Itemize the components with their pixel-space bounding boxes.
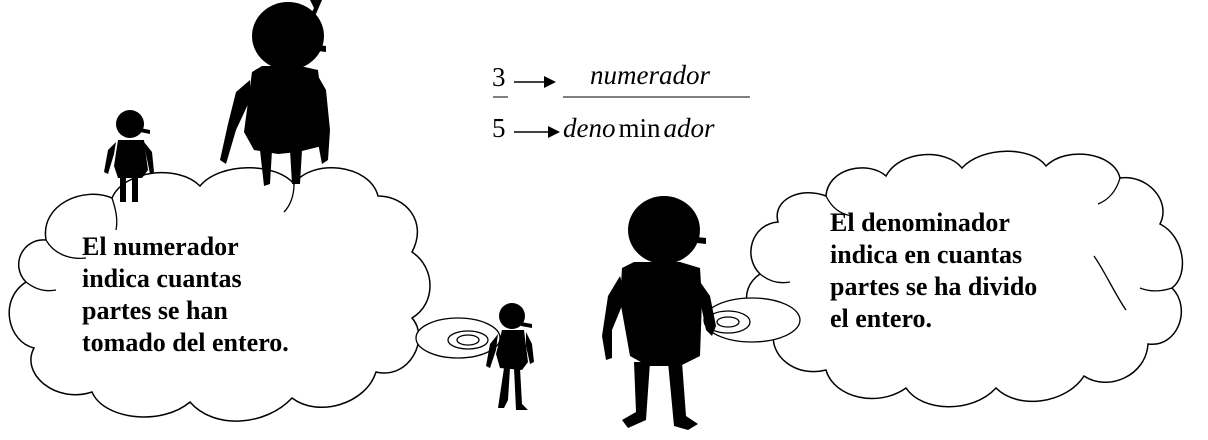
left-cloud-inner-arc-2 bbox=[111, 197, 118, 231]
fraction-numerator: 3 bbox=[492, 62, 506, 92]
left-bubble-text: El numerador indica cuantas partes se ha… bbox=[82, 231, 289, 359]
right-cloud-inner-arc-1 bbox=[825, 195, 853, 217]
right-cloud-inner-arc-3 bbox=[1139, 287, 1173, 292]
left-bubble-line-4: tomado del entero. bbox=[82, 327, 289, 357]
left-bubble-line-2: indica cuantas bbox=[82, 263, 242, 293]
left-bubble-line-1: El numerador bbox=[82, 232, 239, 261]
right-bubble-line-4: el entero. bbox=[830, 303, 933, 333]
right-cloud-inner-arc-2 bbox=[1097, 177, 1121, 205]
numerator-arrow-head bbox=[544, 76, 556, 88]
denominator-label-part-3: ador bbox=[663, 113, 715, 143]
fraction-denominator: 5 bbox=[492, 113, 506, 143]
left-cloud-inner-arc-4 bbox=[25, 281, 57, 292]
denominator-label-part-2: min bbox=[618, 113, 661, 143]
left-thought-oval-inner bbox=[456, 334, 480, 346]
denominator-arrow-head bbox=[548, 126, 560, 138]
left-bubble-line-3: partes se han bbox=[82, 295, 228, 325]
left-cloud-inner-arc-3 bbox=[283, 183, 295, 213]
right-cloud-inner-arc-5 bbox=[1093, 255, 1127, 311]
right-bubble-line-1: El denominador bbox=[830, 208, 1010, 237]
tall-figure-left bbox=[220, 2, 330, 186]
fraction-diagram bbox=[493, 76, 750, 138]
right-bubble-line-2: indica en cuantas bbox=[830, 239, 1023, 269]
right-bubble-line-3: partes se ha divido bbox=[830, 271, 1038, 301]
denominator-label-part-1: deno bbox=[563, 113, 616, 143]
right-bubble-text: El denominador indica en cuantas partes … bbox=[830, 207, 1037, 335]
right-thought-oval-inner bbox=[716, 316, 740, 328]
left-cloud-inner-arc-1 bbox=[45, 239, 87, 260]
left-speech-cloud bbox=[8, 166, 431, 422]
numerator-label: numerador bbox=[590, 60, 710, 90]
tiny-figure-middle bbox=[486, 303, 534, 410]
small-figure-left bbox=[104, 110, 154, 202]
right-cloud-inner-arc-4 bbox=[759, 273, 791, 284]
tall-figure-right bbox=[602, 196, 716, 430]
